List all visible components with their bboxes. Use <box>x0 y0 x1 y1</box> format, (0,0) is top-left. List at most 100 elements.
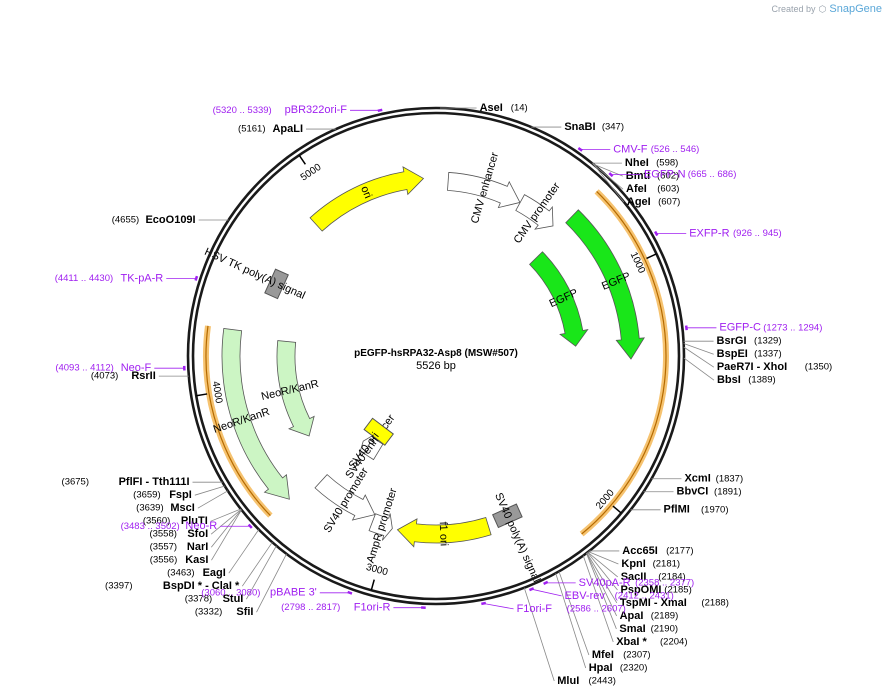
site-coord: (603) <box>657 184 679 195</box>
feature-sv40-poly-a-signal <box>491 503 523 529</box>
feature-sv40-promoter <box>314 474 376 521</box>
site-leader-line <box>558 571 590 656</box>
site-coord: (3558) <box>149 529 176 540</box>
site-leader-line <box>683 343 714 355</box>
primer-coord: (3060 .. 3080) <box>201 587 260 598</box>
primer-bind-mark <box>654 230 659 237</box>
site-leader-line <box>523 587 555 682</box>
site-coord: (602) <box>657 171 679 182</box>
site-coord: (1970) <box>701 504 728 515</box>
feature-label: f1 ori <box>437 521 450 546</box>
site-coord: (2204) <box>660 636 687 647</box>
site-coord: (2189) <box>651 610 678 621</box>
site-coord: (2190) <box>651 623 678 634</box>
site-coord: (3463) <box>167 568 194 579</box>
primer-leader-line <box>531 588 562 597</box>
site-name: SfiI <box>236 606 253 618</box>
feature-egfp <box>565 209 645 360</box>
feature-sv40-enhancer <box>358 433 384 461</box>
site-name: SnaBI <box>564 121 595 133</box>
primer-name: Neo-R <box>185 520 217 532</box>
site-leader-line <box>211 509 242 561</box>
primer-name: F1ori-F <box>517 603 553 615</box>
primer-name: EBV-rev <box>565 590 606 602</box>
feature-egfp <box>529 251 589 347</box>
site-leader-line <box>210 508 241 522</box>
orf-neo-line <box>205 325 271 517</box>
site-coord: (3639) <box>136 503 163 514</box>
site-name: XcmI <box>684 473 710 485</box>
site-leader-line <box>582 555 614 643</box>
site-name: KasI <box>185 554 208 566</box>
primer-coord: (1273 .. 1294) <box>763 322 822 333</box>
primer-name: EXFP-R <box>689 227 729 239</box>
primer-coord: (526 .. 546) <box>651 144 700 155</box>
site-name: NarI <box>187 541 208 553</box>
site-coord: (2307) <box>623 649 650 660</box>
site-leader-line <box>592 163 623 177</box>
site-name: PflFI - Tth111I <box>119 476 190 488</box>
tick-mark <box>298 154 306 165</box>
site-leader-line <box>593 164 625 203</box>
site-name: BbsI <box>717 374 741 386</box>
site-coord: (3557) <box>150 542 177 553</box>
feature-ampr-promoter <box>368 513 393 541</box>
tick-label: 5000 <box>299 162 324 184</box>
credit-brand: SnapGene <box>829 3 882 15</box>
site-leader-line <box>241 542 273 587</box>
site-name: KpnI <box>621 558 645 570</box>
site-name: MluI <box>557 675 579 687</box>
site-coord: (1337) <box>754 349 781 360</box>
site-leader-line <box>586 552 618 604</box>
site-coord: (4655) <box>112 215 139 226</box>
tick-mark <box>196 393 208 397</box>
credit-prefix: Created by <box>771 4 816 14</box>
site-leader-line <box>555 573 587 669</box>
primer-name: Neo-F <box>121 362 152 374</box>
site-name: BsrGI <box>717 335 747 347</box>
site-name: AfeI <box>626 183 647 195</box>
site-leader-line <box>194 485 225 496</box>
feature-label: ori <box>358 184 374 200</box>
site-leader-line <box>586 552 617 617</box>
site-coord: (2443) <box>588 675 615 686</box>
site-coord: (3556) <box>150 555 177 566</box>
primer-bind-mark <box>684 325 688 331</box>
primer-bind-mark <box>247 523 253 529</box>
site-leader-line <box>587 551 618 578</box>
primer-coord: (5320 .. 5339) <box>213 105 272 116</box>
site-layer: AseI(14)SnaBI(347)NheI(598)BmtI(602)AfeI… <box>62 102 833 687</box>
feature-cmv-enhancer <box>447 172 521 209</box>
feature-ori <box>309 166 425 232</box>
site-coord: (1891) <box>714 486 741 497</box>
site-coord: (598) <box>656 158 678 169</box>
site-name: EagI <box>203 567 226 579</box>
backbone-layer <box>186 106 686 606</box>
backbone-inner-strand <box>191 111 681 601</box>
site-coord: (347) <box>602 122 624 133</box>
primer-name: F1ori-R <box>354 602 391 614</box>
primer-layer: CMV-F(526 .. 546)EGFP-N(665 .. 686)EXFP-… <box>55 104 823 615</box>
site-coord: (4073) <box>91 371 118 382</box>
site-name: XbaI * <box>616 636 647 648</box>
feature-hsv-tk-poly-a-signal <box>264 268 289 300</box>
primer-name: EGFP-C <box>719 322 761 334</box>
site-coord: (5161) <box>238 124 265 135</box>
feature-cmv-promoter <box>515 194 554 230</box>
site-coord: (2181) <box>653 558 680 569</box>
primer-coord: (2798 .. 2817) <box>281 602 340 613</box>
site-name: BmtI <box>626 170 650 182</box>
site-name: FspI <box>169 489 192 501</box>
site-name: HpaI <box>589 662 613 674</box>
primer-coord: (4093 .. 4112) <box>55 363 113 374</box>
primer-bind-mark <box>543 580 549 585</box>
feature-f1-ori <box>396 516 492 548</box>
feature-neor-kanr <box>276 340 315 437</box>
site-coord: (607) <box>658 197 680 208</box>
tick-label: 3000 <box>365 562 390 579</box>
site-name: ApaLI <box>272 123 303 135</box>
primer-name: SV40pA-R <box>579 577 631 589</box>
site-name: SmaI <box>619 623 645 635</box>
orf-egfp-line <box>581 190 667 535</box>
